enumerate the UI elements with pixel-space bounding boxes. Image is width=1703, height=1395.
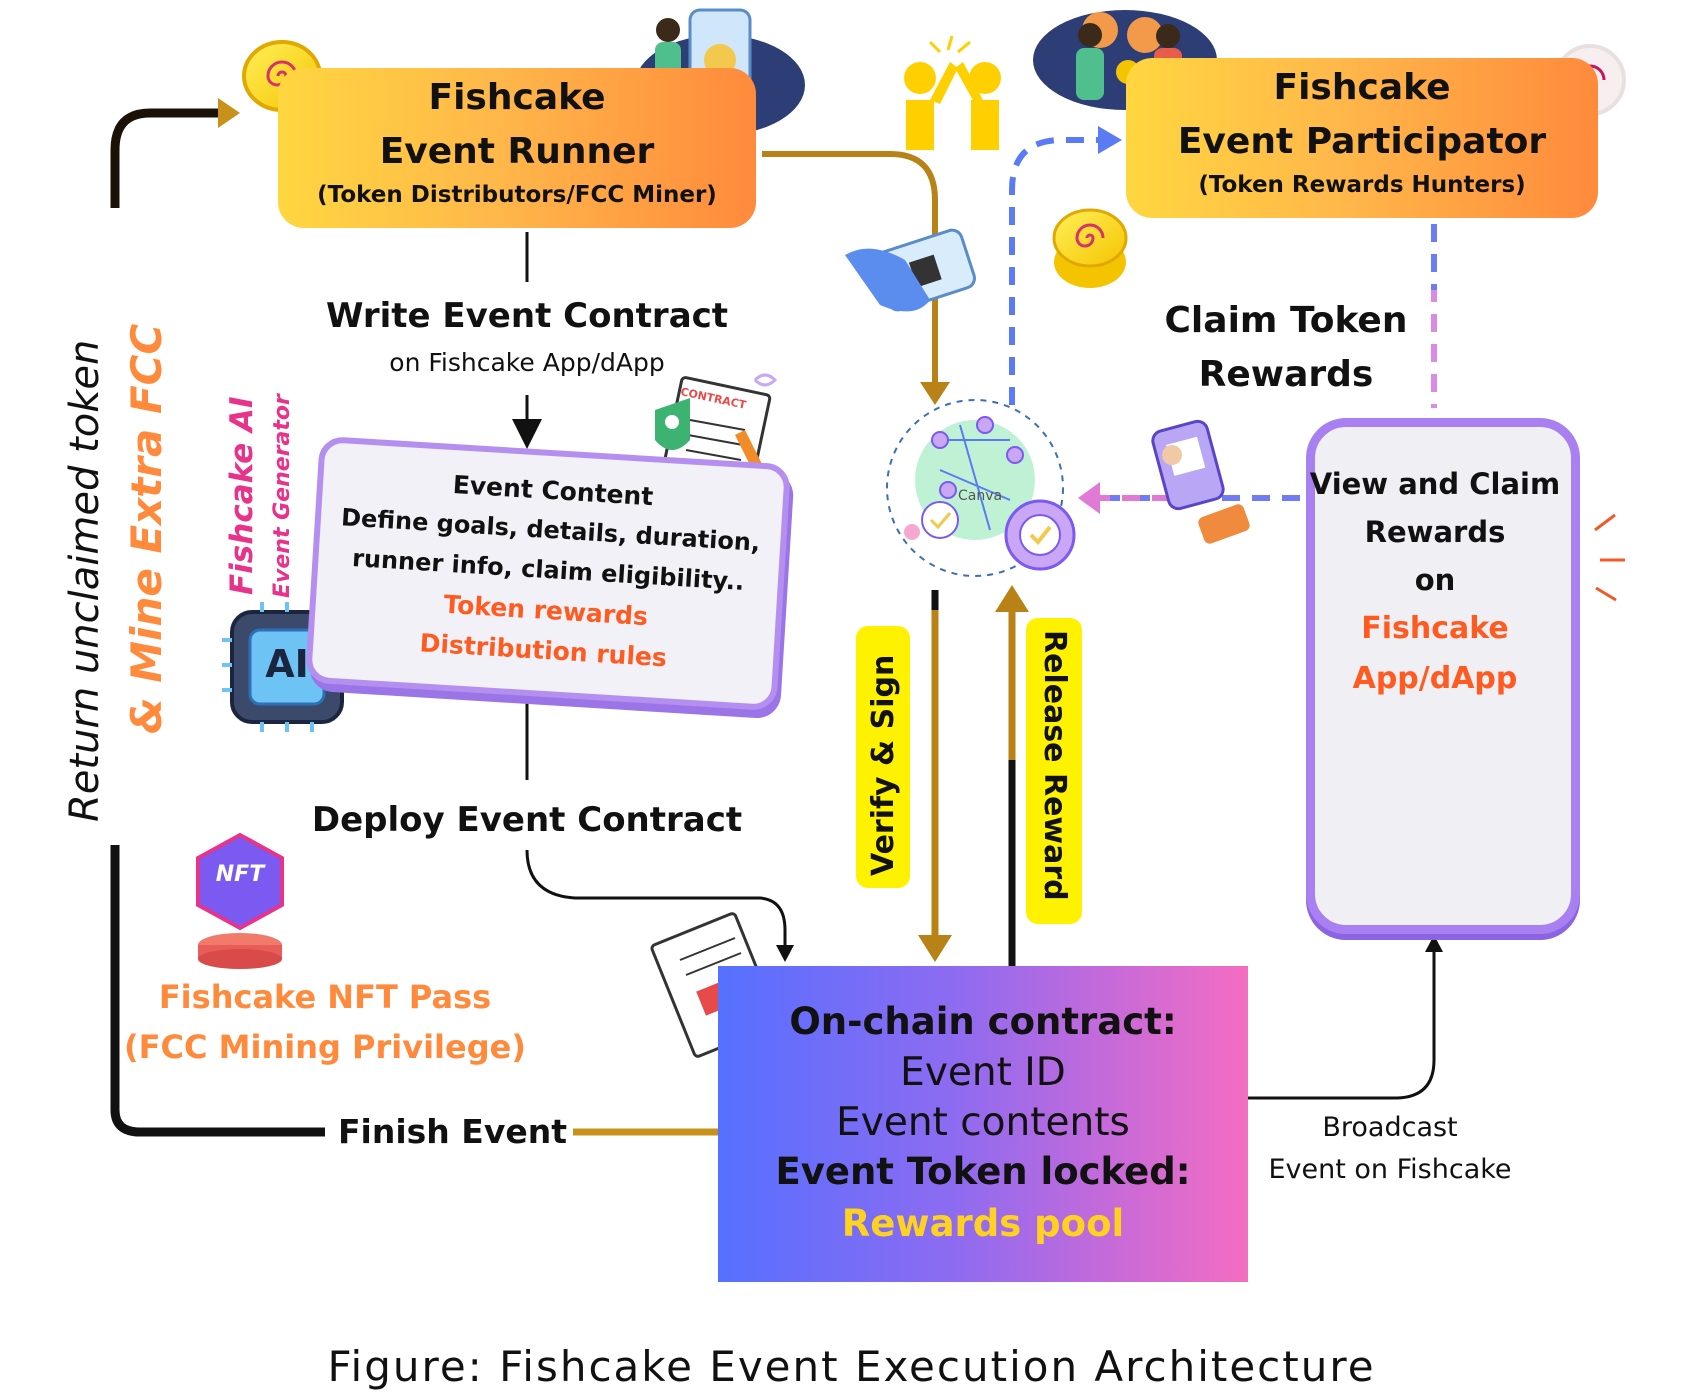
broadcast-arrowhead xyxy=(1425,935,1443,952)
write-contract-title: Write Event Contract xyxy=(325,296,729,336)
network-icon xyxy=(886,399,1076,577)
figure-caption: Figure: Fishcake Event Execution Archite… xyxy=(327,1342,1376,1391)
return-loop-arrowhead xyxy=(218,98,240,128)
release-reward-label: Release Reward xyxy=(1037,630,1072,901)
participator-title-line2: Event Participator xyxy=(1177,121,1547,162)
event-participator-box xyxy=(1126,58,1598,218)
verify-arrowhead xyxy=(918,935,952,962)
network-to-participator-dash xyxy=(1009,137,1100,405)
write-contract-subtitle: on Fishcake App/dApp xyxy=(389,348,665,377)
event-content-card: Event Content Define goals, details, dur… xyxy=(304,435,792,712)
onchain-event-id: Event ID xyxy=(900,1050,1066,1095)
deploy-to-onchain-line xyxy=(525,849,787,950)
onchain-rewards-pool: Rewards pool xyxy=(841,1202,1125,1245)
participator-title-line1: Fishcake xyxy=(1273,67,1451,108)
claim-token-line1: Claim Token xyxy=(1164,300,1408,341)
onchain-event-contents: Event contents xyxy=(836,1100,1130,1145)
network-canva-label: Canva xyxy=(958,488,1003,504)
return-loop-top xyxy=(110,108,220,208)
return-loop-bottom xyxy=(110,845,325,1137)
event-runner-box xyxy=(278,68,756,228)
runner-to-network-arrowhead xyxy=(920,382,950,405)
qr-scan-hand-icon xyxy=(1151,419,1250,544)
onchain-token-locked: Event Token locked: xyxy=(775,1150,1191,1193)
coin-stack-icon xyxy=(1052,208,1128,288)
release-arrowhead xyxy=(995,585,1029,612)
onchain-heading: On-chain contract: xyxy=(789,1000,1177,1043)
nft-badge-label: NFT xyxy=(215,862,265,887)
onchain-contract-box: On-chain contract: Event ID Event conten… xyxy=(718,966,1248,1282)
ai-generator-title: Fishcake AI xyxy=(224,396,260,595)
deploy-contract-label: Deploy Event Contract xyxy=(311,800,743,840)
finish-event-label: Finish Event xyxy=(332,1112,573,1151)
release-reward-tag xyxy=(1026,618,1082,924)
nft-pass-subtitle: (FCC Mining Privilege) xyxy=(124,1028,526,1066)
phone-line3: on xyxy=(1414,563,1456,597)
broadcast-line xyxy=(1248,950,1436,1100)
phone-line2: Rewards xyxy=(1364,515,1506,549)
verify-sign-tag xyxy=(856,626,910,888)
broadcast-line1: Broadcast xyxy=(1322,1112,1458,1143)
runner-title-line1: Fishcake xyxy=(428,77,606,118)
runner-subtitle: (Token Distributors/FCC Miner) xyxy=(317,182,717,208)
phone-line1: View and Claim xyxy=(1309,467,1561,501)
runner-title-line2: Event Runner xyxy=(379,131,655,172)
nft-pass-title: Fishcake NFT Pass xyxy=(158,978,492,1016)
mine-extra-fcc-label: & Mine Extra FCC xyxy=(122,323,171,734)
phone-highlight1: Fishcake xyxy=(1361,611,1509,646)
claim-token-line2: Rewards xyxy=(1198,354,1374,395)
broadcast-line2: Event on Fishcake xyxy=(1268,1154,1512,1185)
hand-phone-icon xyxy=(845,228,976,312)
network-to-participator-arrowhead xyxy=(1098,126,1122,154)
nft-pass-icon xyxy=(196,832,284,969)
phone-to-network-arrowhead xyxy=(1078,482,1100,514)
phone-highlight2: App/dApp xyxy=(1352,661,1518,696)
return-unclaimed-label: Return unclaimed token xyxy=(62,339,108,822)
runner-to-network-line xyxy=(762,151,938,385)
high-five-icon xyxy=(904,35,1001,150)
verify-sign-label: Verify & Sign xyxy=(866,654,901,876)
deploy-arrowhead xyxy=(776,945,794,962)
ai-chip-label: AI xyxy=(265,642,309,686)
participator-subtitle: (Token Rewards Hunters) xyxy=(1198,172,1526,198)
ai-generator-subtitle: Event Generator xyxy=(270,394,295,598)
phone-app-screen: View and Claim Rewards on Fishcake App/d… xyxy=(1306,418,1580,934)
